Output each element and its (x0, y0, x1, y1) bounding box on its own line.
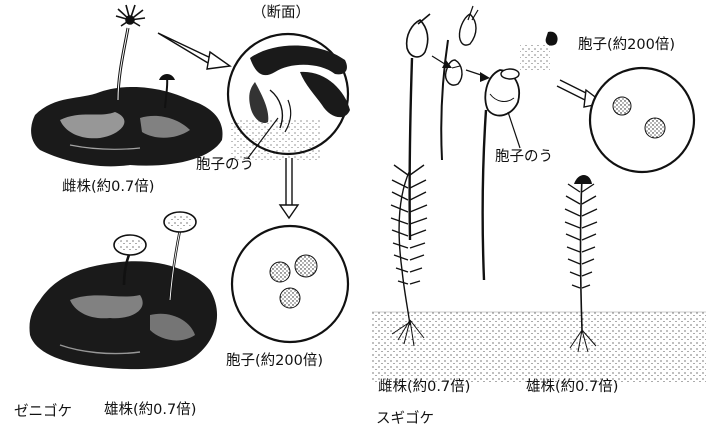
liverwort-section-arrow (158, 33, 230, 69)
moss-female-label: 雌株(約0.7倍) (378, 380, 470, 395)
liverwort-capsule-label: 胞子のう (196, 158, 254, 173)
liverwort-spore-circle (232, 226, 348, 342)
moss-male-label: 雄株(約0.7倍) (526, 380, 618, 395)
moss-capsule-leader (508, 112, 520, 148)
moss-name: スギゴケ (376, 412, 434, 427)
liverwort-section-circle (228, 34, 350, 160)
liverwort-spore-label: 胞子(約200倍) (226, 354, 323, 369)
liverwort-female-plant (31, 5, 222, 166)
moss-spore-circle (590, 68, 694, 172)
moss-female-plant (391, 14, 430, 346)
liverwort-name: ゼニゴケ (14, 405, 72, 420)
moss-spore-label: 胞子(約200倍) (578, 38, 675, 53)
liverwort-female-label: 雌株(約0.7倍) (62, 180, 154, 195)
liverwort-male-label: 雄株(約0.7倍) (104, 403, 196, 418)
moss-capsule-stages (432, 6, 558, 280)
liverwort-male-plant (29, 212, 217, 369)
liverwort-spore-arrow (280, 158, 298, 218)
moss-ground (372, 312, 706, 382)
moss-capsule-label: 胞子のう (495, 150, 553, 165)
liverwort-section-label: （断面） (252, 6, 310, 21)
